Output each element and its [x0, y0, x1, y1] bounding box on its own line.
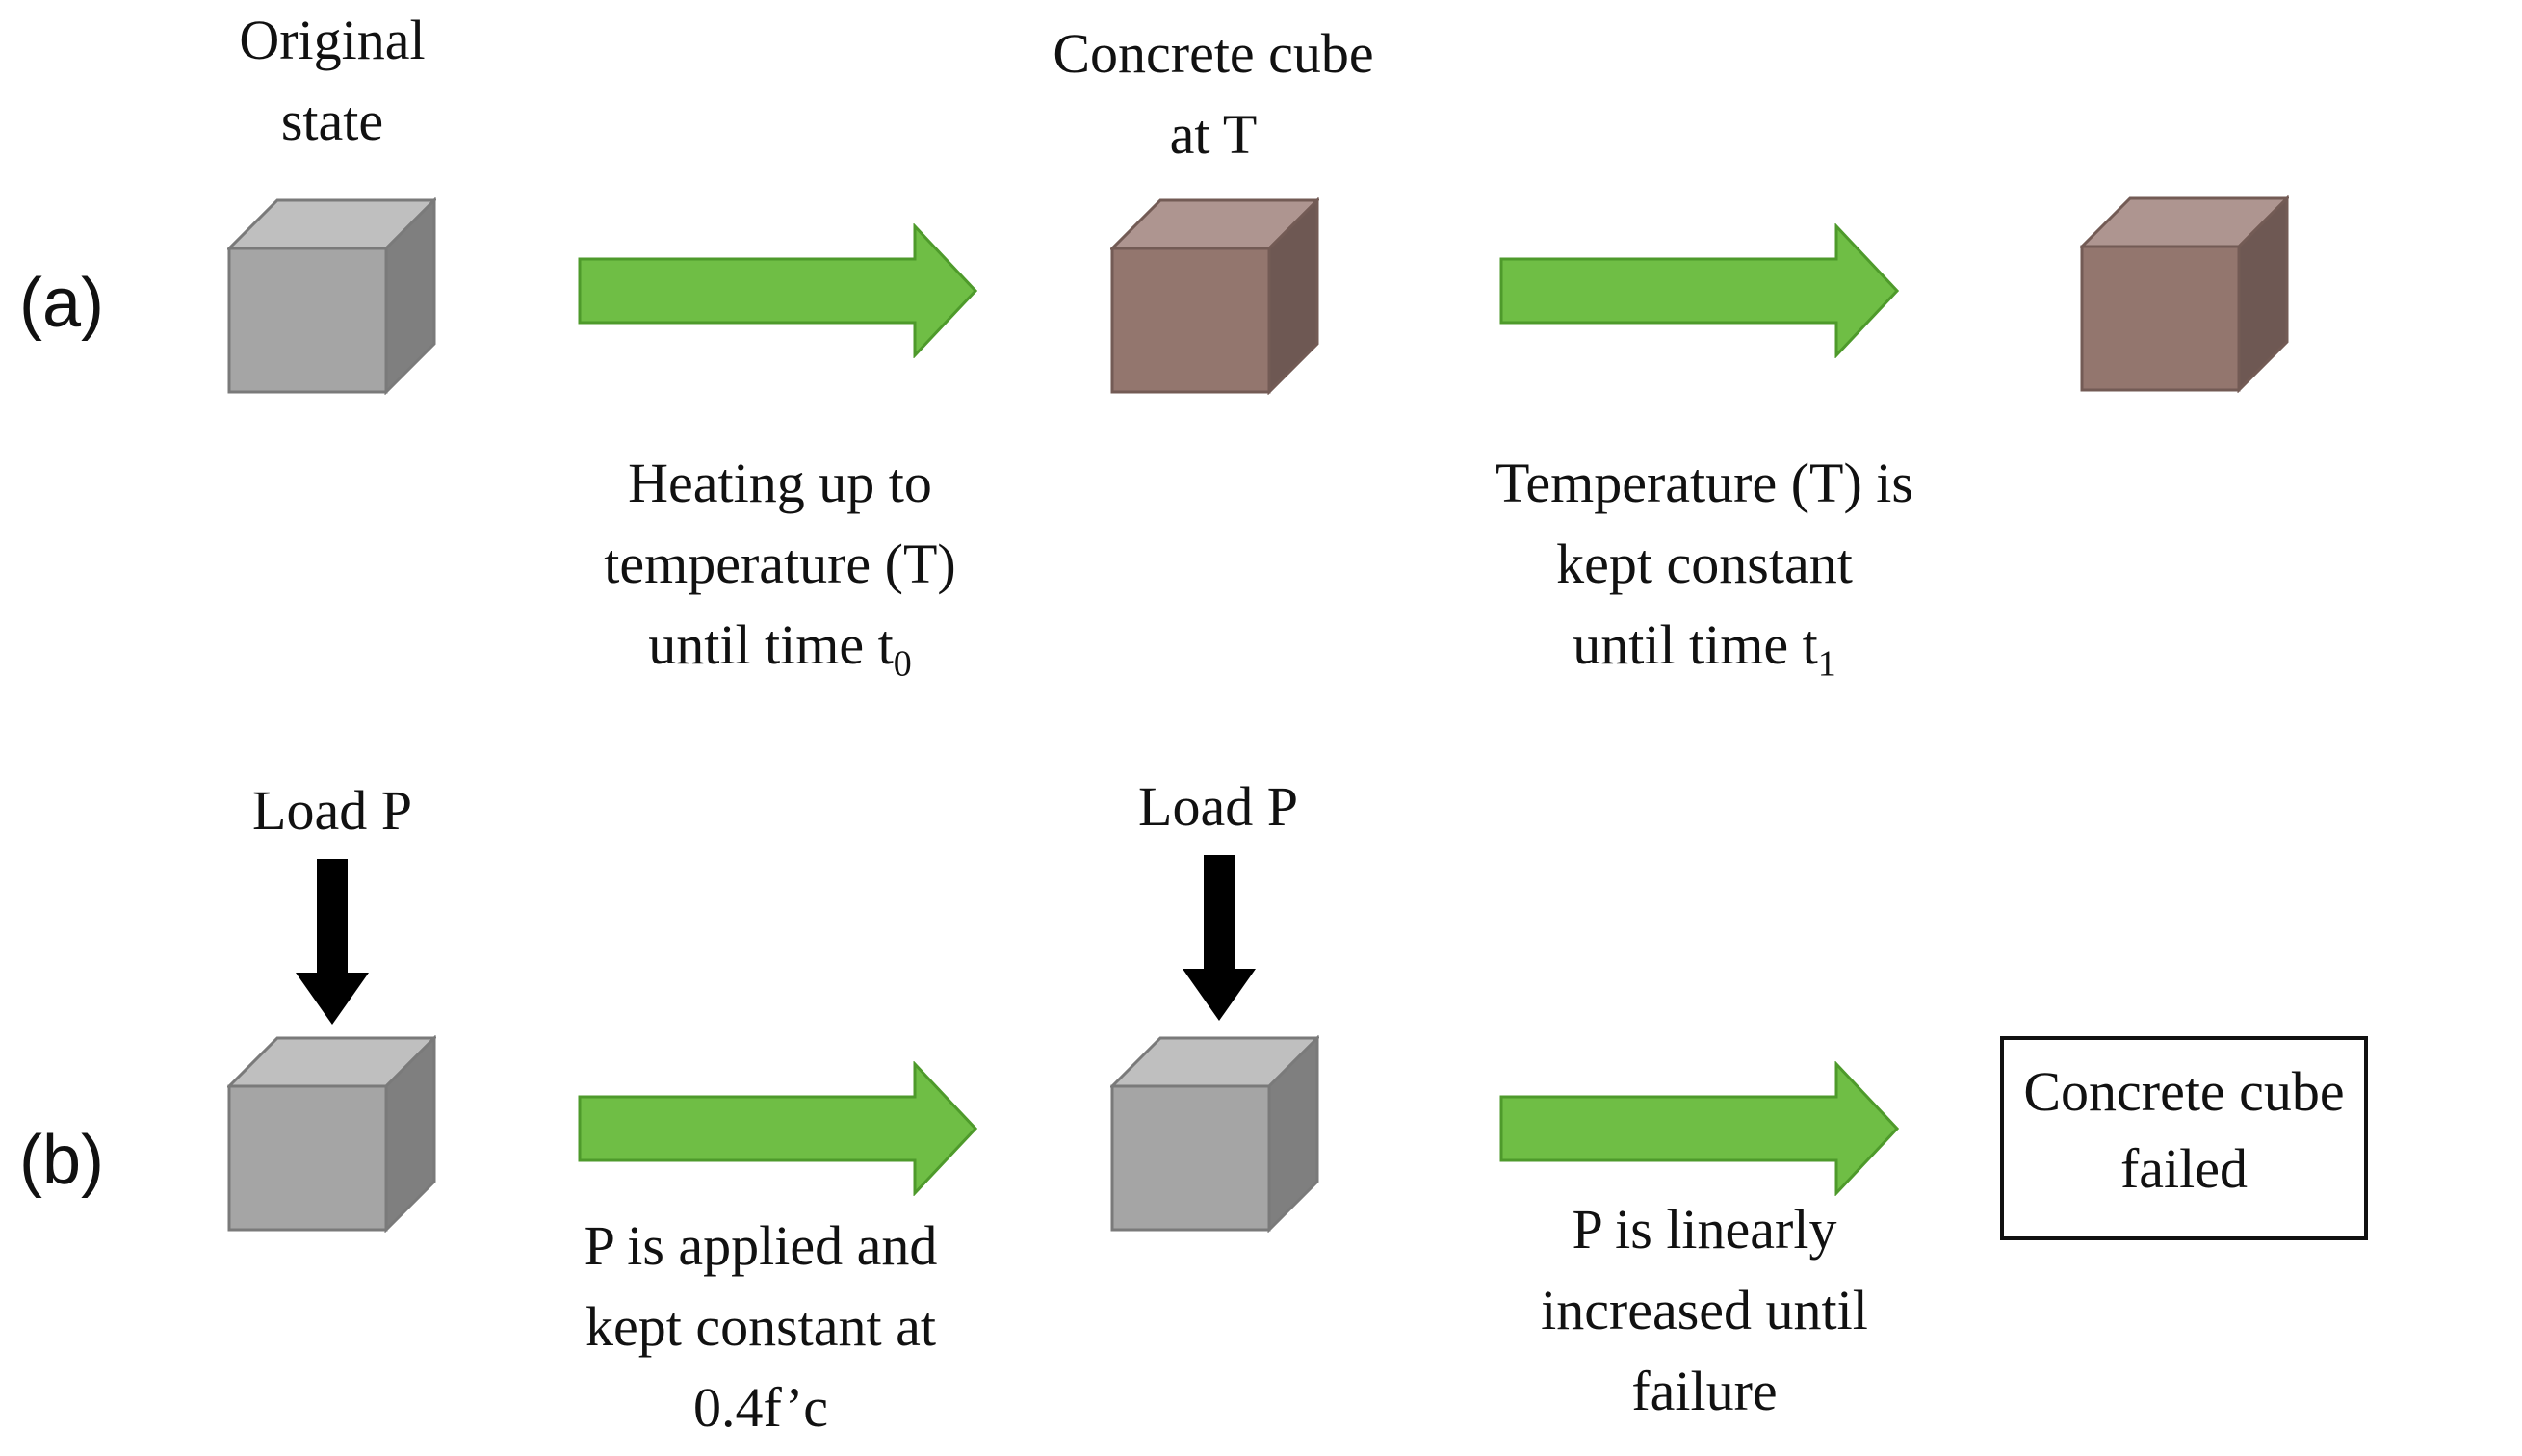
- cube-heated-a: [1110, 197, 1319, 395]
- step-a1-label: Heating up to temperature (T) until time…: [539, 443, 1021, 686]
- load-label-2: Load P: [1138, 775, 1298, 838]
- step-a2-line-2: kept constant: [1556, 533, 1853, 595]
- step-a2-line-3: until time t1: [1444, 605, 1964, 686]
- step-b2-line-2: increased until: [1541, 1279, 1868, 1341]
- cube-loaded-b1: [227, 1035, 436, 1233]
- step-a1-subscript: 0: [893, 643, 912, 685]
- panel-b-tag: (b): [19, 1122, 104, 1199]
- cube-front-face: [227, 1084, 388, 1232]
- step-a2-line-1: Temperature (T) is: [1495, 452, 1913, 514]
- process-arrow-a1: [578, 223, 977, 358]
- step-b2-label: P is linearly increased until failure: [1473, 1189, 1936, 1432]
- step-a2-label: Temperature (T) is kept constant until t…: [1444, 443, 1964, 686]
- step-a1-line-3: until time t0: [539, 605, 1021, 686]
- panel-a-tag: (a): [19, 265, 104, 342]
- failed-result-line-2: failed: [2119, 1137, 2249, 1200]
- step-b1-line-2: kept constant at: [585, 1295, 936, 1358]
- step-b1-line-1: P is applied and: [584, 1214, 938, 1277]
- process-arrow-b1: [578, 1061, 977, 1196]
- heated-cube-label: Concrete cube at T: [1001, 13, 1425, 175]
- heated-cube-line-1: Concrete cube: [1053, 22, 1374, 85]
- cube-original-a: [227, 197, 436, 395]
- step-b1-label: P is applied and kept constant at 0.4f’c: [520, 1206, 1001, 1448]
- cube-front-face: [1110, 247, 1271, 394]
- failed-result-box: Concrete cube failed: [2000, 1036, 2368, 1240]
- process-arrow-a2: [1499, 223, 1899, 358]
- failed-result-line-1: Concrete cube: [2023, 1060, 2345, 1123]
- step-b2-line-1: P is linearly: [1572, 1198, 1837, 1261]
- original-state-line-1: Original: [239, 9, 426, 71]
- cube-front-face: [1110, 1084, 1271, 1232]
- original-state-line-2: state: [280, 90, 384, 152]
- cube-front-face: [2080, 245, 2241, 392]
- step-a1-line-2: temperature (T): [604, 533, 956, 595]
- step-a1-line-1: Heating up to: [628, 452, 932, 514]
- step-a1-line-3-text: until time t: [648, 613, 894, 676]
- cube-front-face: [227, 247, 388, 394]
- step-b1-line-3: 0.4f’c: [692, 1376, 829, 1439]
- process-arrow-b2: [1499, 1061, 1899, 1196]
- cube-loaded-b2: [1110, 1035, 1319, 1233]
- load-arrow-down-icon-2: [1181, 853, 1258, 1023]
- cube-held-a: [2080, 195, 2289, 393]
- original-state-label: Original state: [193, 0, 472, 162]
- heated-cube-line-2: at T: [1169, 103, 1258, 166]
- load-label-1: Load P: [252, 779, 412, 842]
- step-a2-subscript: 1: [1817, 643, 1836, 685]
- step-a2-line-3-text: until time t: [1573, 613, 1818, 676]
- step-b2-line-3: failure: [1631, 1360, 1778, 1422]
- load-arrow-down-icon-1: [294, 857, 371, 1027]
